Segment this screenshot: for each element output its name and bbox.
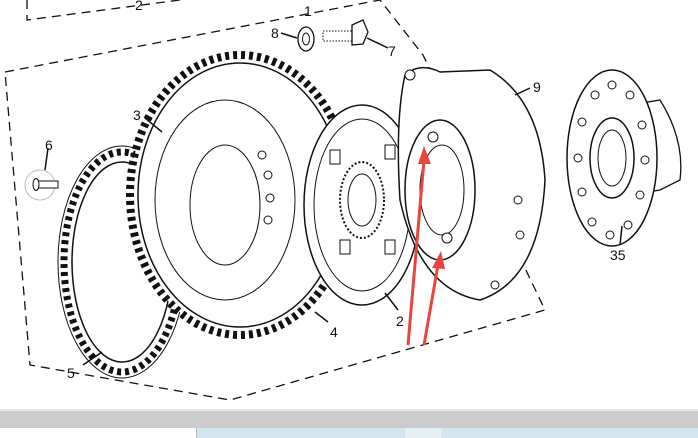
part-7-bolt [322, 19, 369, 46]
label-5: 5 [67, 365, 75, 381]
part-9-pressure-plate [397, 66, 546, 301]
clutch-exploded-diagram: 2 1 8 7 9 3 6 4 2 5 35 [4, 0, 682, 401]
label-8: 8 [271, 25, 279, 41]
label-1: 1 [304, 3, 312, 19]
part-8-washer [297, 26, 315, 52]
label-3: 3 [133, 107, 141, 123]
leader-lines [44, 32, 623, 366]
bottom-panel-tab[interactable] [405, 428, 441, 438]
label-9: 9 [533, 79, 541, 95]
label-35: 35 [610, 247, 626, 263]
label-2: 2 [396, 313, 404, 329]
part-6-screw [24, 169, 59, 201]
assembly-boundary [4, 0, 546, 401]
part-3-flywheel [126, 51, 354, 339]
label-7: 7 [388, 43, 396, 59]
label-4: 4 [330, 324, 338, 340]
arrow-2 [422, 264, 440, 346]
red-arrows [406, 146, 445, 346]
label-2-top: 2 [135, 0, 143, 13]
bottom-panel-right [197, 428, 698, 438]
label-6: 6 [45, 137, 53, 153]
bottom-panel-left [0, 428, 197, 438]
arrow-1 [406, 159, 426, 346]
window-bottom-bar [0, 411, 698, 428]
part-2-clutch-disc [303, 104, 421, 306]
part-35-flange [566, 69, 682, 247]
window-divider [0, 409, 698, 411]
